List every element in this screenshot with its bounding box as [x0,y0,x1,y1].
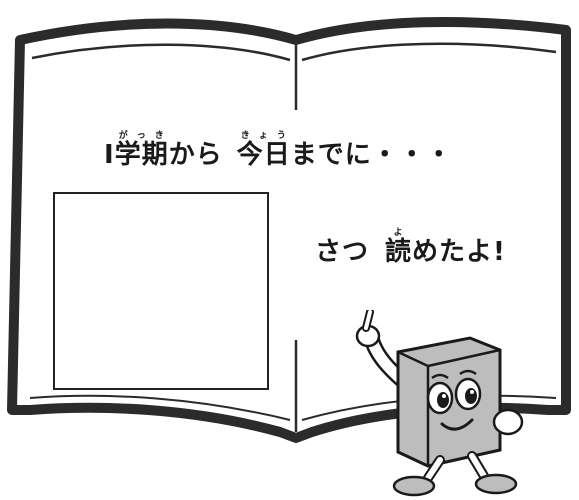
semester-word: 学期がっき [114,131,169,170]
book-count-box[interactable] [53,192,269,390]
book-mascot-character [355,310,524,497]
semester-number: I [104,140,115,170]
until-text: までに・・・ [290,140,453,170]
read-word: 読よ [385,228,413,267]
headline: I学期がっきから今日きょうまでに・・・ [104,131,453,168]
from-text: から [168,140,223,170]
counter-text: さつ [315,237,370,267]
result-line: さつ読よめたよ! [315,228,506,265]
read-tail-text: めたよ! [412,237,506,267]
today-word: 今日きょう [236,131,291,170]
